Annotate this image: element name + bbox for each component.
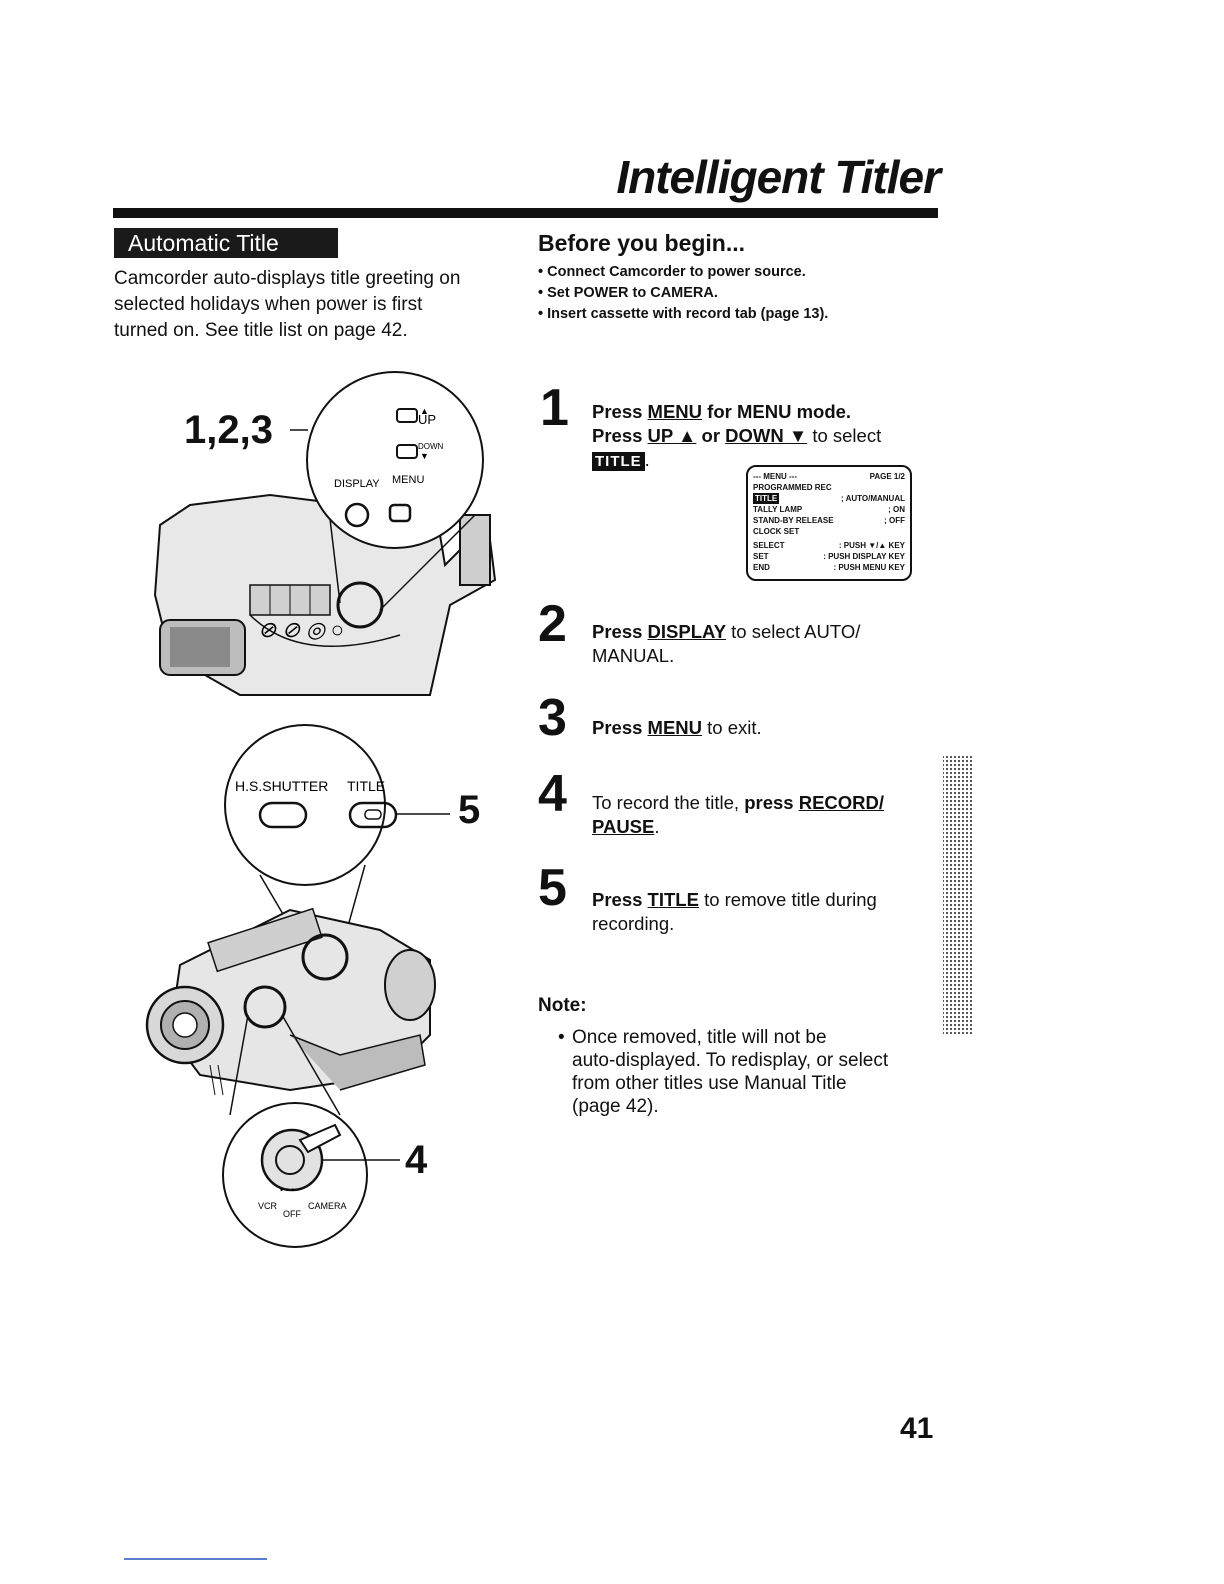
svg-text:▲: ▲ xyxy=(420,406,429,416)
step-4-text: To record the title, press RECORD/ PAUSE… xyxy=(592,792,885,837)
step-number: 3 xyxy=(538,689,567,747)
hs-shutter-button-icon xyxy=(258,801,308,829)
display-label: DISPLAY xyxy=(334,478,380,490)
svg-text:▼: ▼ xyxy=(420,451,429,461)
camera-label: CAMERA xyxy=(308,1201,347,1211)
header-rule xyxy=(113,208,938,218)
off-label: OFF xyxy=(283,1209,301,1219)
vcr-label: VCR xyxy=(258,1201,278,1211)
intro-line: turned on. See title list on page 42. xyxy=(114,320,408,341)
camcorder-buttons-illustration: ⊘ ⊘ ◎ ○ ▲ UP DOWN ▼ DISPLAY MENU xyxy=(153,371,497,696)
footer-rule xyxy=(124,1558,267,1560)
step-number: 4 xyxy=(538,765,567,823)
hs-shutter-label: H.S.SHUTTER xyxy=(235,778,328,794)
menu-button-icon xyxy=(388,503,412,523)
page-number: 41 xyxy=(900,1412,934,1445)
menu-screen-display: --- MENU ---PAGE 1/2 PROGRAMMED REC TITL… xyxy=(746,465,912,581)
before-you-begin-heading: Before you begin... xyxy=(538,230,746,256)
note-text: •Once removed, title will not be auto-di… xyxy=(558,1027,889,1117)
svg-text:⊘ ⊘ ◎ ○: ⊘ ⊘ ◎ ○ xyxy=(258,617,344,642)
section-label: Automatic Title xyxy=(114,228,338,258)
menu-label: MENU xyxy=(392,474,424,486)
title-button-icon xyxy=(348,801,398,829)
step-1-text: Press MENU for MENU mode. Press UP ▲ or … xyxy=(592,401,882,471)
step-2-text: Press DISPLAY to select AUTO/ MANUAL. xyxy=(592,621,861,666)
title-label: TITLE xyxy=(347,778,385,794)
display-button-icon xyxy=(344,502,370,528)
callout-5: 5 xyxy=(458,788,481,832)
list-item: Set POWER to CAMERA. xyxy=(538,283,938,304)
callout-4: 4 xyxy=(405,1138,428,1182)
side-thumb-tab xyxy=(943,755,973,1035)
svg-text:• • •: • • • xyxy=(280,1185,294,1195)
step-5-text: Press TITLE to remove title during recor… xyxy=(592,889,877,934)
step-number: 2 xyxy=(538,595,567,653)
intro-line: Camcorder auto-displays title greeting o… xyxy=(114,268,461,289)
title-chip: TITLE xyxy=(592,452,645,471)
page-title: Intelligent Titler xyxy=(616,151,941,203)
list-item: Insert cassette with record tab (page 13… xyxy=(538,304,938,325)
step-number: 1 xyxy=(540,379,569,437)
camcorder-title-illustration: H.S.SHUTTER TITLE • • • VCR OFF CAMERA xyxy=(145,724,450,1248)
down-label: DOWN xyxy=(418,442,444,451)
before-you-begin-list: Connect Camcorder to power source. Set P… xyxy=(538,262,938,325)
step-number: 5 xyxy=(538,859,567,917)
note-heading: Note: xyxy=(538,995,587,1016)
step-3-text: Press MENU to exit. xyxy=(592,717,762,738)
list-item: Connect Camcorder to power source. xyxy=(538,262,938,283)
intro-text: Camcorder auto-displays title greeting o… xyxy=(114,266,504,344)
up-label: UP xyxy=(418,412,436,427)
callout-1-2-3: 1,2,3 xyxy=(184,408,273,452)
intro-line: selected holidays when power is first xyxy=(114,294,423,315)
